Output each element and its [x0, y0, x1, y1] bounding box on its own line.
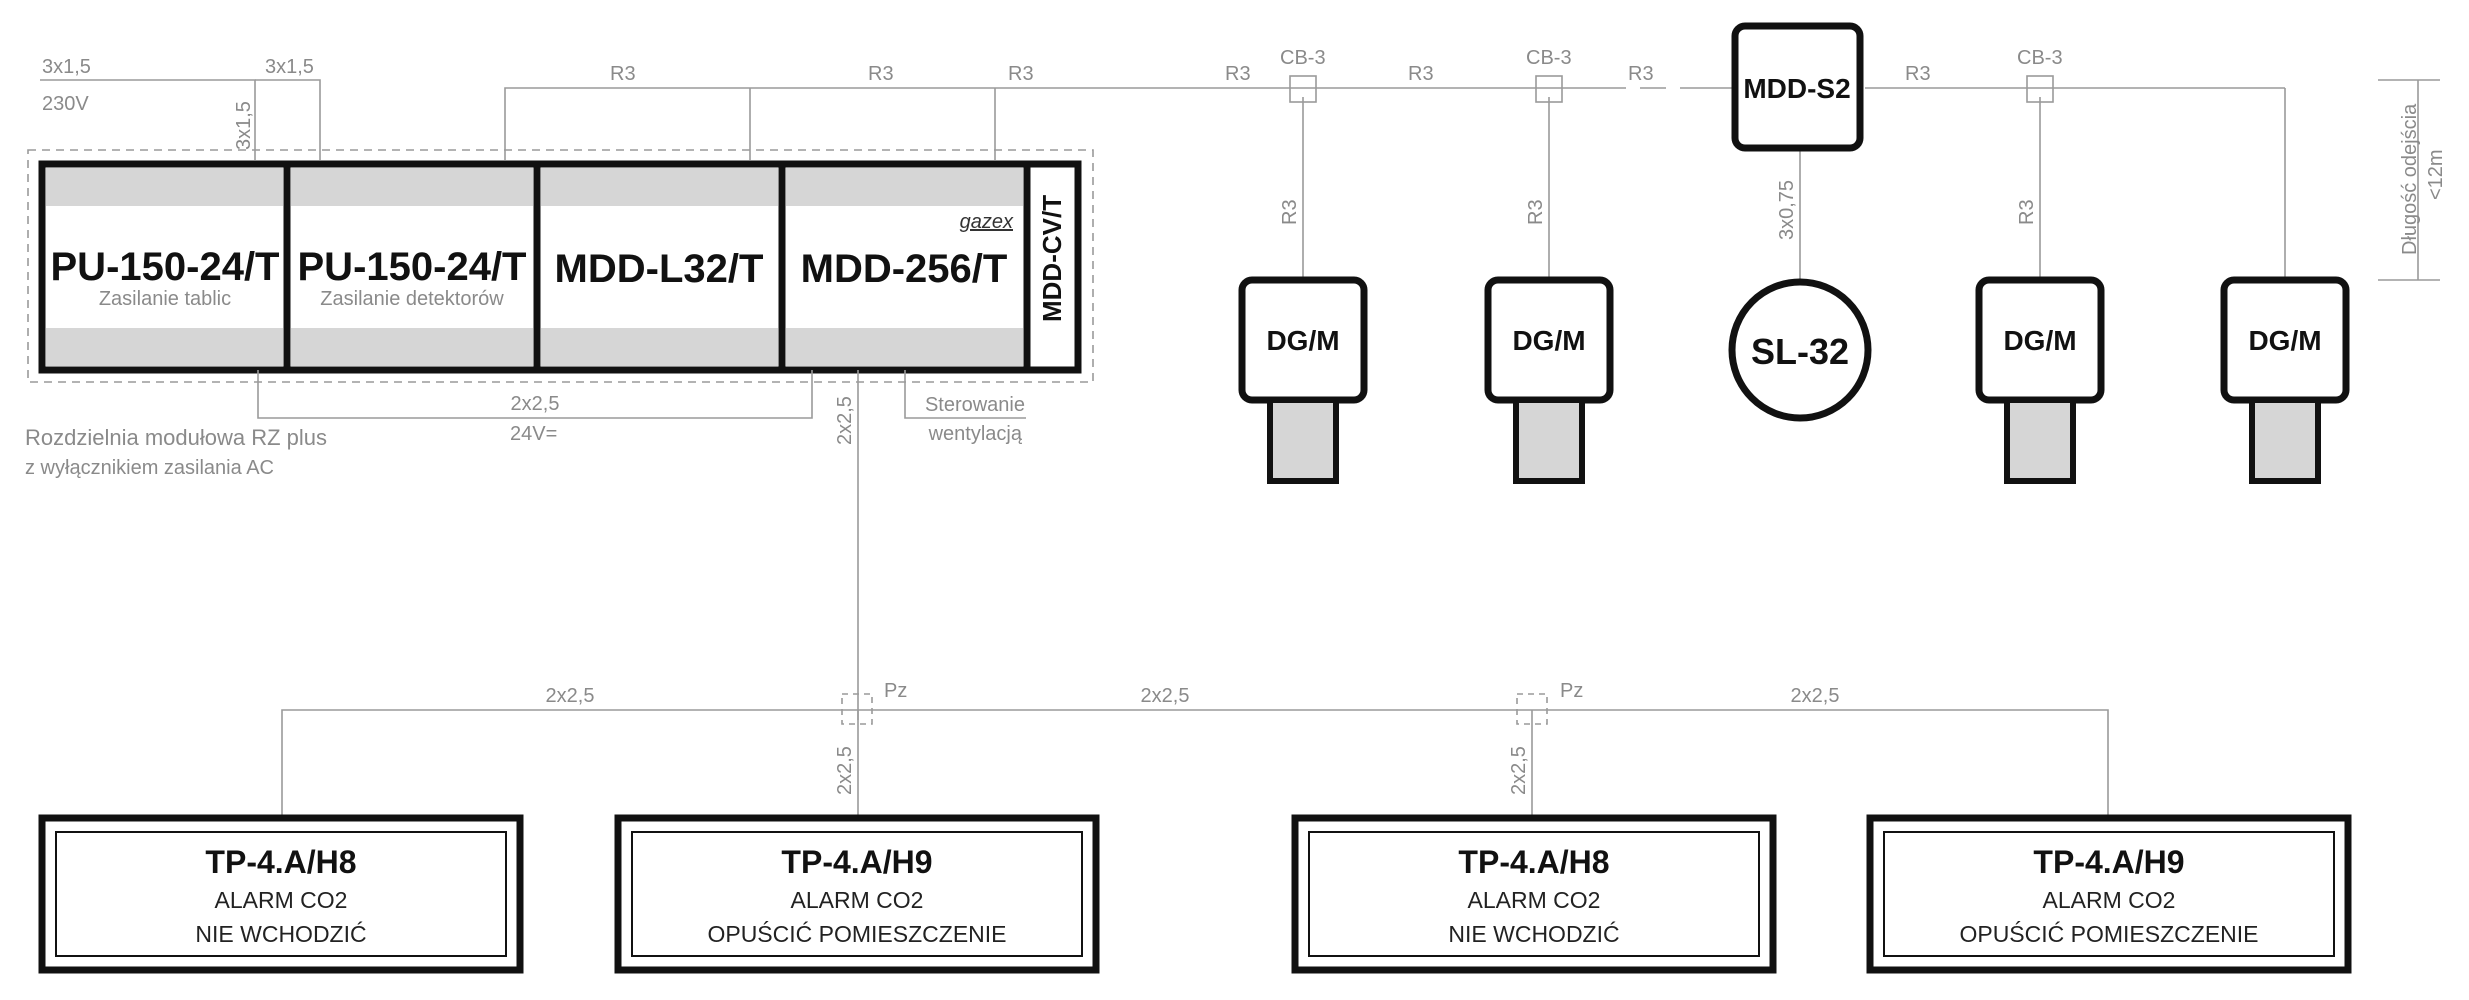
drop-label-2: R3 [1525, 199, 1547, 225]
bus-devices: DG/M DG/M MDD-S2 SL-32 DG/M DG/M [1238, 22, 2350, 484]
cb3-junction-3 [2026, 75, 2054, 103]
drop-label-1: R3 [1279, 199, 1301, 225]
pz-label-2: Pz [1560, 680, 1583, 702]
module-label-3: MDD-L32/T [555, 247, 764, 291]
panel-line2-3: NIE WCHODZIĆ [1448, 921, 1619, 947]
detector-3: DG/M [1975, 276, 2105, 484]
detector-4: DG/M [2220, 276, 2350, 484]
cabinet: PU-150-24/T Zasilanie tablic PU-150-24/T… [25, 149, 1094, 720]
feed1-voltage-label: 230V [42, 93, 89, 115]
cb3-label-2: CB-3 [1526, 47, 1572, 69]
panel-bus-label-1: 2x2,5 [546, 685, 595, 707]
drop-label-3: R3 [2016, 199, 2038, 225]
mdd-s2-label: MDD-S2 [1743, 73, 1850, 104]
down-cable-label: 2x2,5 [834, 396, 856, 445]
panel-title-4: TP-4.A/H9 [2033, 844, 2184, 880]
detector-label-1: DG/M [1266, 325, 1339, 356]
feed2-cable-label: 3x1,5 [265, 56, 314, 78]
pz-tap-1 [841, 693, 873, 725]
length-note-line1: Długość odejścia [2399, 103, 2421, 255]
panel-line2-1: NIE WCHODZIĆ [195, 921, 366, 947]
module-mdd-256: MDD-256/T gazex [778, 160, 1031, 374]
bus-label-3: R3 [1008, 63, 1034, 85]
panel-title-2: TP-4.A/H9 [781, 844, 932, 880]
panel-line1-3: ALARM CO2 [1468, 887, 1601, 913]
siren: SL-32 [1728, 278, 1872, 422]
bus-label-1: R3 [610, 63, 636, 85]
panel-1: TP-4.A/H8 ALARM CO2 NIE WCHODZIĆ [38, 814, 524, 974]
cabinet-subtitle: z wyłącznikiem zasilania AC [25, 457, 274, 479]
panel-line2-4: OPUŚCIĆ POMIESZCZENIE [1959, 920, 2258, 947]
panel-4: TP-4.A/H9 ALARM CO2 OPUŚCIĆ POMIESZCZENI… [1866, 814, 2352, 974]
panel-title-3: TP-4.A/H8 [1458, 844, 1609, 880]
panel-drop-label-1: 2x2,5 [834, 746, 856, 795]
panel-2: TP-4.A/H9 ALARM CO2 OPUŚCIĆ POMIESZCZENI… [614, 814, 1100, 974]
bus-label-5: R3 [1408, 63, 1434, 85]
detector-label-2: DG/M [1512, 325, 1585, 356]
ventilation-label-1: Sterowanie [925, 394, 1025, 416]
mdd-s2-module: MDD-S2 [1731, 22, 1864, 152]
length-note-line2: <12m [2425, 149, 2447, 200]
cb3-label-1: CB-3 [1280, 47, 1326, 69]
module-sub-1: Zasilanie tablic [99, 288, 231, 310]
detector-2: DG/M [1484, 276, 1614, 484]
module-sub-2: Zasilanie detektorów [320, 288, 504, 310]
panel-3: TP-4.A/H8 ALARM CO2 NIE WCHODZIĆ [1291, 814, 1777, 974]
panel-line1-1: ALARM CO2 [215, 887, 348, 913]
panel-line1-4: ALARM CO2 [2043, 887, 2176, 913]
cabinet-outline [27, 149, 1094, 383]
detector-label-4: DG/M [2248, 325, 2321, 356]
module-pu-150-2: PU-150-24/T Zasilanie detektorów [283, 160, 541, 374]
cabinet-title: Rozdzielnia modułowa RZ plus [25, 425, 327, 450]
bus-label-4: R3 [1225, 63, 1251, 85]
bus-label-2: R3 [868, 63, 894, 85]
module-cable-label: 3x0,75 [1776, 180, 1798, 240]
module-label-1: PU-150-24/T [51, 245, 280, 289]
siren-label: SL-32 [1751, 331, 1849, 372]
panel-title-1: TP-4.A/H8 [205, 844, 356, 880]
cb3-junction-2 [1535, 75, 1563, 103]
gazex-logo: gazex [960, 211, 1014, 233]
cb3-junction-1 [1289, 75, 1317, 103]
cb3-label-3: CB-3 [2017, 47, 2063, 69]
panel-bus-label-2: 2x2,5 [1141, 685, 1190, 707]
supply-cable-label: 2x2,5 [511, 393, 560, 415]
panel-line1-2: ALARM CO2 [791, 887, 924, 913]
module-pu-150-1: PU-150-24/T Zasilanie tablic [38, 160, 291, 374]
pz-label-1: Pz [884, 680, 907, 702]
detector-1: DG/M [1238, 276, 1368, 484]
module-mdd-cv: MDD-CV/T [1023, 160, 1082, 374]
pz-tap-2 [1516, 693, 1548, 725]
ventilation-label-2: wentylacją [928, 423, 1023, 445]
panel-bus: 2x2,5 2x2,5 2x2,5 Pz Pz 2x2,5 2x2,5 [281, 680, 2109, 815]
top-wiring: 3x1,5 230V 3x1,5 3x1,5 R3 R3 R3 R3 R3 R3… [40, 47, 2447, 285]
panel-bus-label-3: 2x2,5 [1791, 685, 1840, 707]
panel-drop-label-2: 2x2,5 [1508, 746, 1530, 795]
feed1-vertical-label: 3x1,5 [233, 101, 255, 150]
feed1-cable-label: 3x1,5 [42, 56, 91, 78]
module-label-2: PU-150-24/T [298, 245, 527, 289]
bus-label-7: R3 [1905, 63, 1931, 85]
detector-label-3: DG/M [2003, 325, 2076, 356]
panel-line2-2: OPUŚCIĆ POMIESZCZENIE [707, 920, 1006, 947]
module-label-4: MDD-256/T [801, 247, 1008, 291]
supply-voltage-label: 24V= [510, 423, 557, 445]
bus-label-6: R3 [1628, 63, 1654, 85]
module-mdd-l32: MDD-L32/T [533, 160, 786, 374]
module-label-5: MDD-CV/T [1037, 195, 1067, 322]
